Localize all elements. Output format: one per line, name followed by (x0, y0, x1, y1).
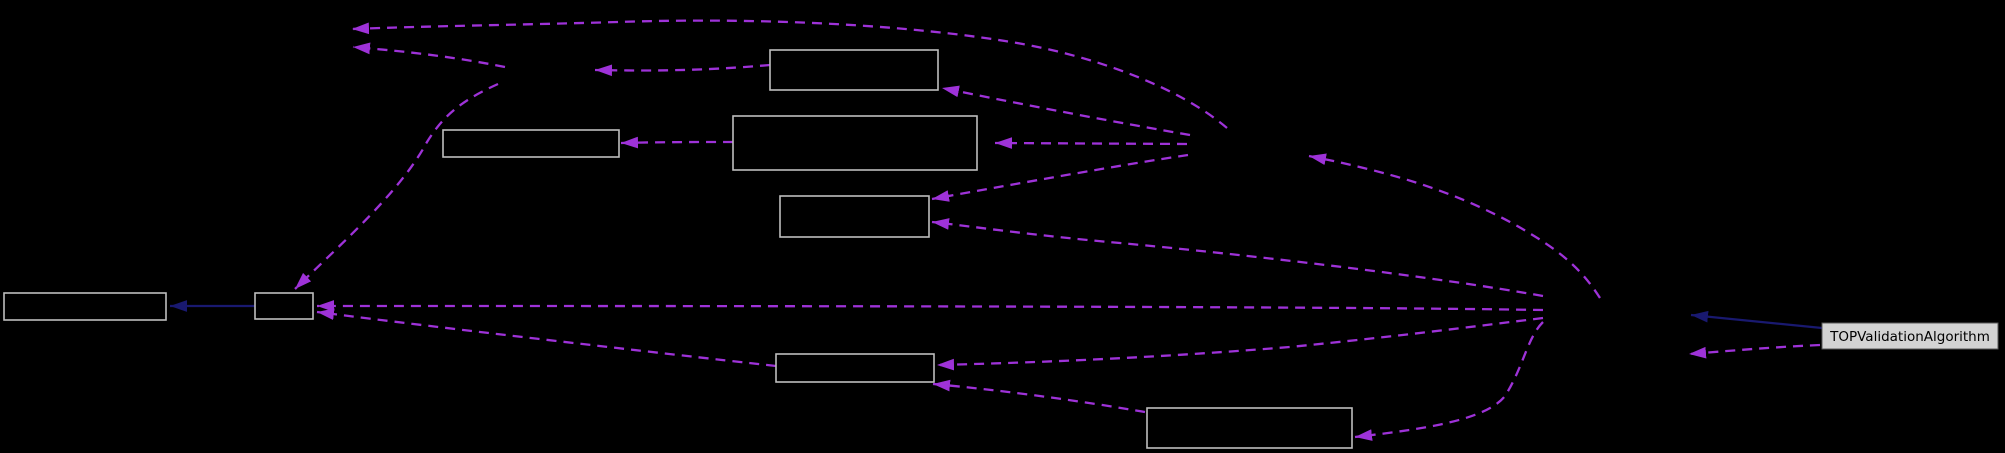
edge-largebox-to-midleft (620, 136, 734, 149)
node-label: TOPValidationAlgorithm (1829, 329, 1990, 345)
node-bottom-right[interactable] (1146, 407, 1353, 449)
edge-hub2-to-bottomcenter (936, 316, 1544, 371)
edge-bottomright-to-bottomcenter (932, 379, 1146, 414)
edge-hub1-to-topbox (941, 85, 1191, 137)
node-topvalidationalgorithm[interactable] (1821, 322, 1999, 350)
edge-hub2-to-hub1 (1308, 153, 1601, 299)
edge-topvalidation-usage (1688, 343, 1821, 359)
edge-hub2-to-bottomright (1354, 321, 1544, 441)
edge-hidden-to-topleft (352, 42, 506, 69)
node-center[interactable] (779, 195, 930, 238)
edge-bottomcenter-to-small (316, 308, 777, 368)
node-large-center[interactable] (732, 115, 978, 171)
node-small-left[interactable] (254, 292, 314, 320)
edge-hub2-to-center-bottom (931, 218, 1544, 298)
edge-hub1-to-topleft (351, 19, 1228, 129)
edge-hidden-to-small-top (294, 82, 499, 290)
edges-layer (170, 19, 1823, 441)
node-far-left[interactable] (3, 292, 167, 321)
edge-topbox-to-hidden (594, 63, 771, 77)
node-top-center[interactable] (769, 49, 939, 91)
edge-hub1-to-center-top (931, 153, 1189, 202)
edge-topvalidation-inherits (1690, 310, 1823, 330)
nodes-layer: TOPValidationAlgorithm (3, 49, 1999, 449)
edge-hub2-to-small-right (316, 300, 1544, 312)
node-mid-left[interactable] (442, 129, 620, 158)
node-bottom-center[interactable] (775, 353, 935, 383)
edge-hub1-to-largebox (994, 137, 1188, 149)
